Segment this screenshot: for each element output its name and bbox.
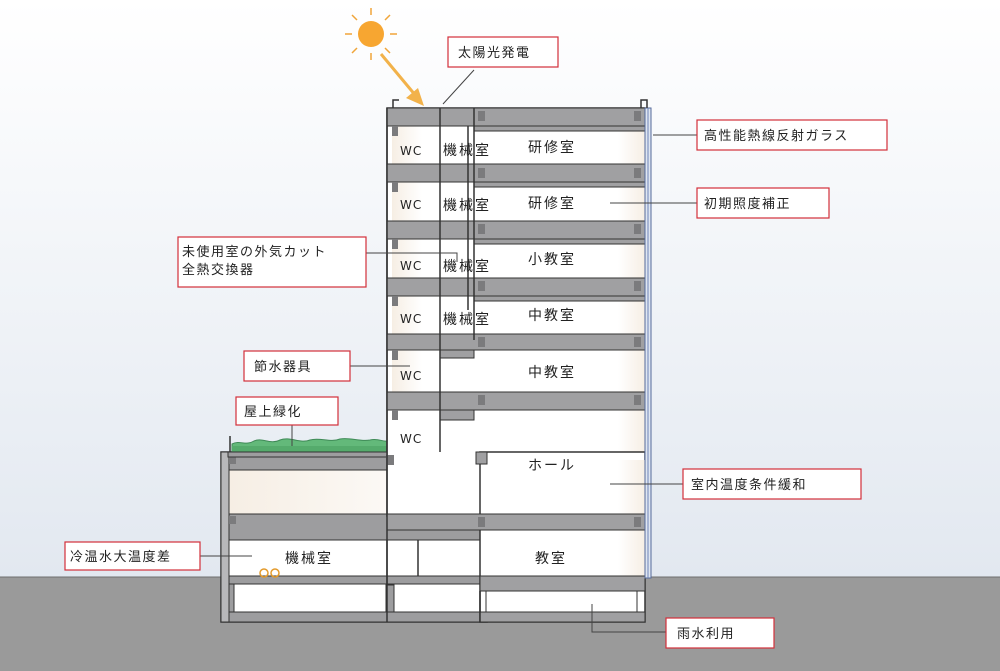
room-wc: WC (400, 432, 422, 446)
room-wc: WC (400, 144, 422, 158)
svg-text:太陽光発電: 太陽光発電 (458, 46, 531, 61)
room-machine: 機械室 (443, 142, 491, 159)
callouts: 太陽光発電 高性能熱線反射ガラス 初期照度補正 未使用室の外気カット 全熱交換器… (64, 36, 888, 649)
callout-cold-water: 冷温水大温度差 (64, 541, 201, 571)
room-wc: WC (400, 312, 422, 326)
callout-green-roof: 屋上緑化 (235, 396, 339, 426)
room-hall: ホール (528, 458, 576, 474)
svg-text:冷温水大温度差: 冷温水大温度差 (70, 549, 172, 565)
room-medium-classroom: 中教室 (528, 307, 576, 324)
svg-text:雨水利用: 雨水利用 (677, 627, 735, 642)
pump-icon (270, 568, 280, 578)
low-block (220, 436, 488, 623)
room-wc: WC (400, 369, 422, 383)
callout-glass: 高性能熱線反射ガラス (696, 119, 888, 151)
room-wc: WC (400, 198, 422, 212)
room-medium-classroom: 中教室 (528, 364, 576, 381)
callout-heat-exchanger: 未使用室の外気カット 全熱交換器 (177, 236, 367, 288)
room-machine-basement: 機械室 (285, 550, 333, 567)
room-training: 研修室 (528, 195, 576, 212)
room-machine: 機械室 (443, 258, 491, 275)
svg-text:初期照度補正: 初期照度補正 (704, 196, 791, 212)
svg-text:高性能熱線反射ガラス: 高性能熱線反射ガラス (704, 128, 849, 144)
callout-rainwater: 雨水利用 (665, 617, 775, 649)
callout-temperature: 室内温度条件緩和 (682, 468, 862, 500)
svg-text:室内温度条件緩和: 室内温度条件緩和 (691, 477, 807, 493)
pump-icon (259, 568, 269, 578)
svg-text:未使用室の外気カット: 未使用室の外気カット (182, 244, 327, 260)
room-small-classroom: 小教室 (528, 251, 576, 268)
svg-text:屋上緑化: 屋上緑化 (244, 405, 302, 420)
callout-solar: 太陽光発電 (447, 36, 559, 68)
callout-water-saving: 節水器具 (243, 350, 351, 382)
room-classroom: 教室 (535, 550, 567, 567)
sun-icon (345, 8, 397, 60)
room-machine: 機械室 (443, 197, 491, 214)
room-machine: 機械室 (443, 311, 491, 328)
callout-lighting: 初期照度補正 (696, 187, 830, 219)
room-wc: WC (400, 259, 422, 273)
room-labels: WC WC WC WC WC WC 機械室 機械室 機械室 機械室 研修室 研修… (285, 139, 576, 567)
sunlight-arrow-icon (379, 53, 424, 106)
svg-text:節水器具: 節水器具 (254, 360, 312, 375)
svg-text:全熱交換器: 全熱交換器 (182, 262, 255, 278)
room-training: 研修室 (528, 139, 576, 156)
